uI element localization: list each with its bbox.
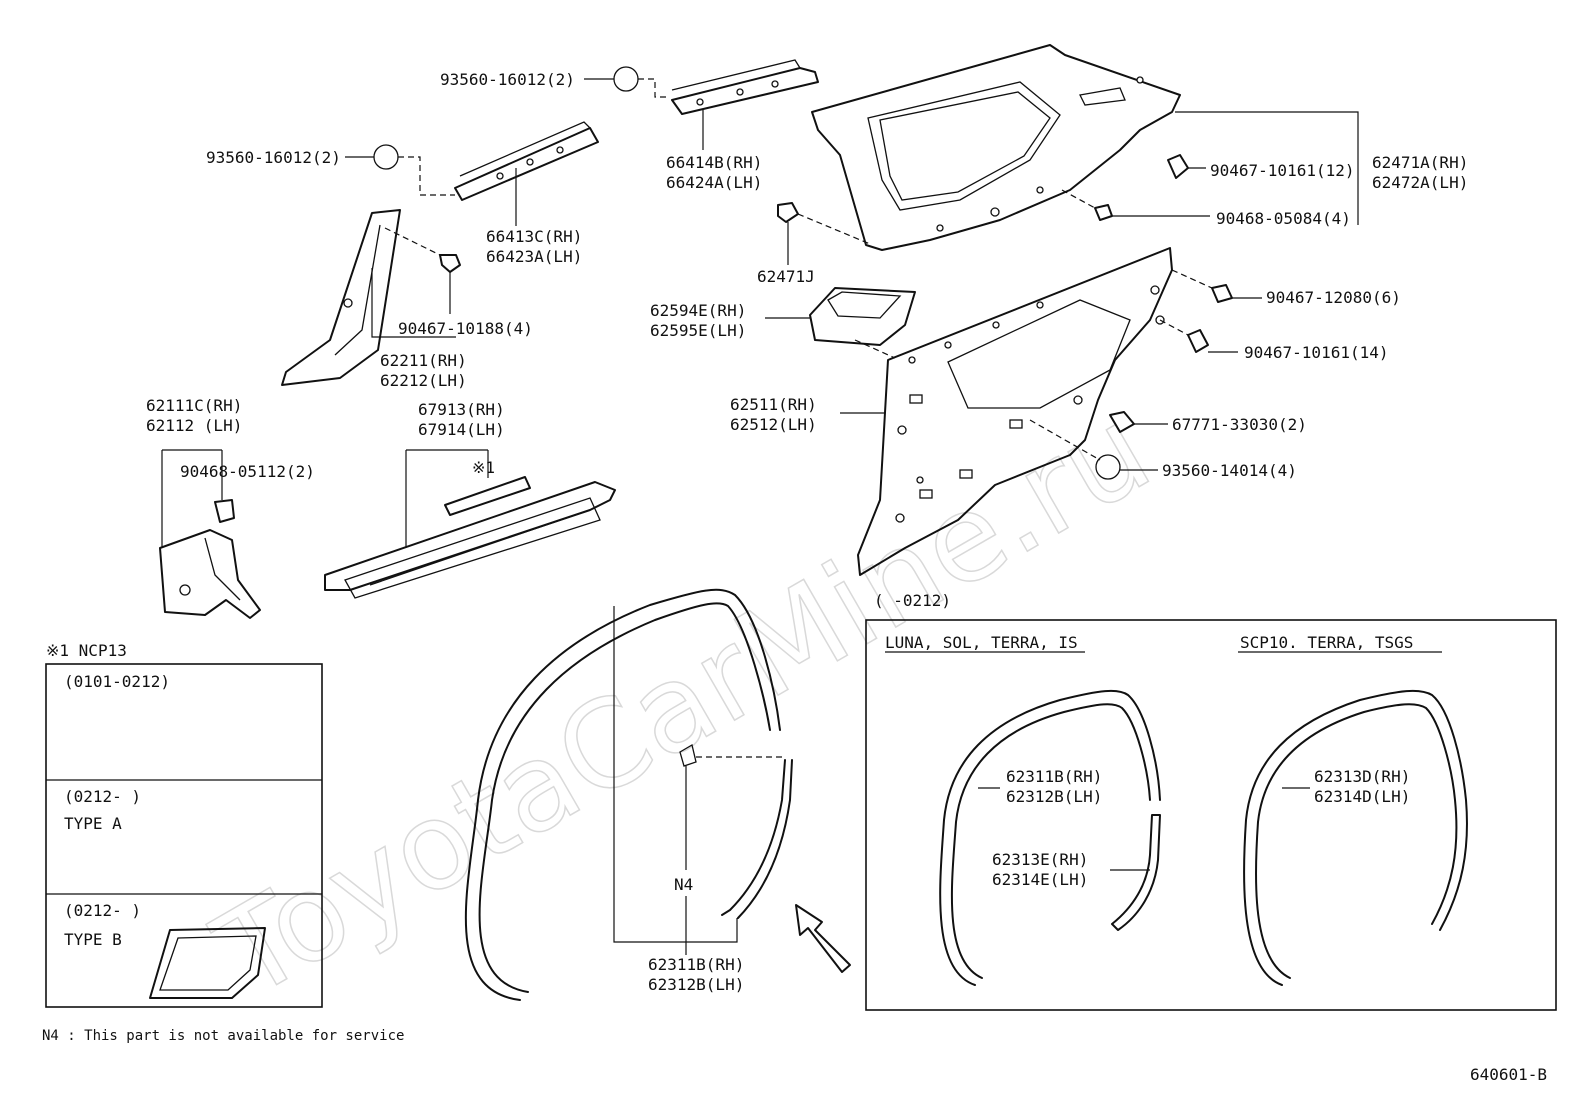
label-62311b-main: 62311B(RH) [648, 955, 744, 974]
screw-marker-1 [613, 66, 639, 92]
label-93560-16012-b: 93560-16012(2) [206, 148, 341, 167]
label-62512: 62512(LH) [730, 415, 817, 434]
label-67913: 67913(RH) [418, 400, 505, 419]
label-90467-10161-12: 90467-10161(12) [1210, 161, 1355, 180]
label-93560-14014: 93560-14014(4) [1162, 461, 1297, 480]
roof-side-rail-rear[interactable] [671, 59, 819, 115]
quarter-trim-lower[interactable] [857, 247, 1173, 576]
label-type-a: TYPE A [64, 814, 122, 833]
quarter-trim-upper[interactable] [811, 44, 1181, 251]
label-67914: 67914(LH) [418, 420, 505, 439]
clip-9046710161-lower[interactable] [1187, 329, 1209, 353]
direction-arrow [795, 904, 851, 973]
clip-9046712080[interactable] [1211, 284, 1233, 303]
label-range-2: (0212- ) [64, 787, 141, 806]
rear-tray-bezel[interactable] [809, 287, 916, 346]
label-62313e: 62313E(RH) [992, 850, 1088, 869]
label-62314e: 62314E(LH) [992, 870, 1088, 889]
cowl-side-trim[interactable] [159, 529, 261, 619]
label-90467-12080: 90467-12080(6) [1266, 288, 1401, 307]
label-90468-05084: 90468-05084(4) [1216, 209, 1351, 228]
screw-marker-2 [373, 144, 399, 170]
label-67771-33030: 67771-33030(2) [1172, 415, 1307, 434]
label-62595e: 62595E(LH) [650, 321, 746, 340]
label-62314d: 62314D(LH) [1314, 787, 1410, 806]
label-90467-10161-14: 90467-10161(14) [1244, 343, 1389, 362]
label-62111c: 62111C(RH) [146, 396, 242, 415]
label-box-header-2: SCP10. TERRA, TSGS [1240, 633, 1413, 652]
label-90467-10188: 90467-10188(4) [398, 319, 533, 338]
label-62212: 62212(LH) [380, 371, 467, 390]
label-62313d: 62313D(RH) [1314, 767, 1410, 786]
label-66413c: 66413C(RH) [486, 227, 582, 246]
label-62471a: 62471A(RH) [1372, 153, 1468, 172]
emblem-table [45, 663, 323, 1008]
weatherstrip-variant-a[interactable] [939, 689, 1161, 986]
label-range-3: (0212- ) [64, 901, 141, 920]
label-62594e: 62594E(RH) [650, 301, 746, 320]
label-type-b: TYPE B [64, 930, 122, 949]
screw-marker-3 [1095, 454, 1121, 480]
clip-9046710161-upper[interactable] [1167, 154, 1189, 179]
t-sport-emblem [149, 927, 266, 999]
label-62312b-box: 62312B(LH) [1006, 787, 1102, 806]
label-62211: 62211(RH) [380, 351, 467, 370]
label-62112: 62112 (LH) [146, 416, 242, 435]
label-diagram-code: 640601-B [1470, 1065, 1547, 1084]
label-62511: 62511(RH) [730, 395, 817, 414]
roof-side-rail-front[interactable] [454, 121, 599, 201]
label-ncp13: ※1 NCP13 [46, 641, 127, 660]
door-opening-weatherstrip[interactable] [464, 588, 793, 1001]
label-range-1: (0101-0212) [64, 672, 170, 691]
label-note-1: ※1 [472, 458, 495, 477]
label-90468-05112: 90468-05112(2) [180, 462, 315, 481]
label-66414b: 66414B(RH) [666, 153, 762, 172]
scuff-emblem-area [444, 476, 531, 516]
label-62312b-main: 62312B(LH) [648, 975, 744, 994]
clip-9046805084[interactable] [1094, 204, 1113, 221]
label-62311b-box: 62311B(RH) [1006, 767, 1102, 786]
clip-62471j[interactable] [777, 202, 799, 223]
label-box-header-1: LUNA, SOL, TERRA, IS [885, 633, 1078, 652]
label-box-range: ( -0212) [874, 591, 951, 610]
variant-box [865, 619, 1557, 1011]
clip-9046805112[interactable] [214, 499, 235, 523]
label-66424a: 66424A(LH) [666, 173, 762, 192]
label-93560-16012-a: 93560-16012(2) [440, 70, 575, 89]
label-62472a: 62472A(LH) [1372, 173, 1468, 192]
label-n4: N4 [674, 875, 693, 894]
door-scuff-plate[interactable] [324, 481, 616, 599]
clip-9046710188[interactable] [439, 254, 461, 273]
watermark-text: ToyotaCarMine.ru [194, 381, 1172, 1026]
label-66423a: 66423A(LH) [486, 247, 582, 266]
label-62471j: 62471J [757, 267, 815, 286]
label-footnote: N4 : This part is not available for serv… [42, 1028, 404, 1044]
weatherstrip-variant-b[interactable] [1243, 689, 1468, 986]
